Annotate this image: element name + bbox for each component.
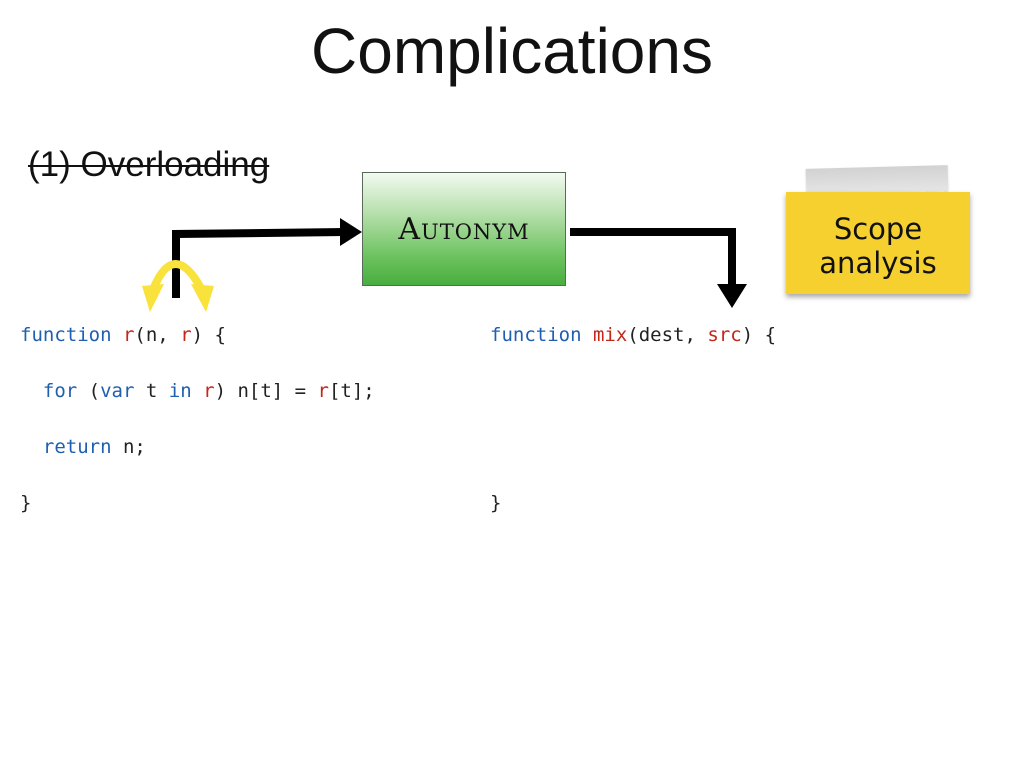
code-text: (dest, xyxy=(627,324,708,346)
autonym-box: Autonym xyxy=(362,172,566,286)
code-text: [t]; xyxy=(328,380,375,402)
code-highlight: r xyxy=(180,324,192,346)
scope-analysis-note: Scope analysis xyxy=(786,192,970,294)
note-line-2: analysis xyxy=(819,246,937,280)
code-highlight: r xyxy=(122,324,135,346)
code-text: ( xyxy=(77,380,101,402)
code-indent xyxy=(20,436,43,458)
input-arrow-head xyxy=(340,218,362,246)
code-right-line-1: function mix(dest, src) { xyxy=(490,324,776,346)
code-left-line-4: } xyxy=(20,492,32,514)
autonym-label: Autonym xyxy=(398,211,530,247)
code-text: ) { xyxy=(191,324,226,346)
code-highlight: r xyxy=(203,380,215,402)
code-text xyxy=(192,380,203,402)
code-keyword: function xyxy=(490,324,582,346)
code-highlight: mix xyxy=(592,324,628,346)
slide-title: Complications xyxy=(311,15,713,87)
code-keyword: for xyxy=(42,380,78,402)
output-arrow-head xyxy=(717,284,747,308)
code-text: (n, xyxy=(134,324,181,346)
scope-analysis-text: Scope analysis xyxy=(819,212,936,280)
note-line-1: Scope xyxy=(833,212,923,246)
input-arrow-line xyxy=(172,228,346,298)
output-arrow-line xyxy=(570,228,736,288)
overloading-label: (1) Overloading xyxy=(28,145,270,184)
tape xyxy=(805,165,949,195)
code-right: function mix(dest, src) { } xyxy=(490,324,930,524)
code-indent xyxy=(20,380,43,402)
swap-arrow-left-head xyxy=(142,284,164,312)
code-left-line-2: for (var t in r) n[t] = r[t]; xyxy=(20,380,375,402)
code-highlight: src xyxy=(707,324,742,346)
code-text: n; xyxy=(111,436,146,458)
code-keyword: return xyxy=(42,436,112,458)
code-left-line-3: return n; xyxy=(20,436,146,458)
code-right-line-4: } xyxy=(490,492,502,514)
code-keyword: var xyxy=(100,380,135,402)
code-text: ) { xyxy=(741,324,777,346)
swap-arrow-right-head xyxy=(191,284,214,312)
code-keyword: in xyxy=(168,380,192,402)
code-text: t xyxy=(134,380,169,402)
code-keyword: function xyxy=(20,324,112,346)
code-left-line-1: function r(n, r) { xyxy=(20,324,226,346)
swap-arc xyxy=(148,260,207,296)
code-highlight: r xyxy=(317,380,329,402)
code-left: function r(n, r) { for (var t in r) n[t]… xyxy=(20,324,460,524)
code-text: ) n[t] = xyxy=(214,380,318,402)
